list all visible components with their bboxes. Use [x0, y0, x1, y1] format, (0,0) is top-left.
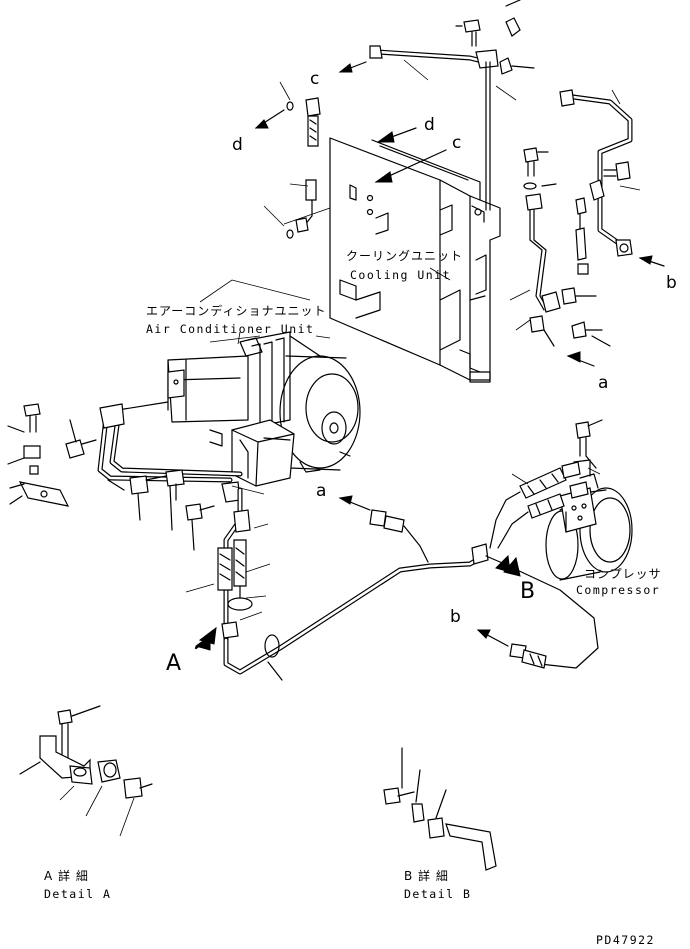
callout-c-unit: c: [452, 133, 461, 153]
callout-d-unit: d: [424, 115, 435, 135]
air-conditioner-unit: [167, 331, 361, 487]
compressor-label-jp: コンプレッサ: [584, 567, 662, 581]
callout-b-lower: b: [450, 607, 461, 627]
detail-a-label-en: Detail A: [44, 887, 111, 901]
left-bracket-fasteners: [7, 403, 215, 551]
cooling-unit: [329, 137, 501, 383]
compressor-label-en: Compressor: [576, 583, 660, 597]
cooling-unit-label-en: Cooling Unit: [350, 268, 451, 282]
callout-c-top: c: [310, 69, 319, 89]
top-pipe-assembly: [369, 0, 535, 211]
cooling-unit-label-jp: クーリングユニット: [346, 249, 463, 263]
detail-a-label-jp: A 詳 細: [44, 868, 89, 883]
callout-d-left: d: [232, 135, 243, 155]
hose-end-a: [369, 509, 429, 563]
compressor-hoses: [471, 419, 603, 669]
left-pipe-assembly: [97, 401, 483, 681]
part-number: PD47922: [596, 933, 655, 947]
view-a-label: A: [166, 651, 181, 676]
callout-b-right: b: [666, 273, 677, 293]
detail-b-label-en: Detail B: [404, 887, 471, 901]
left-hose-c-d: [263, 81, 321, 239]
hose-end-b: [509, 643, 547, 669]
callout-a-left: a: [316, 481, 326, 501]
detail-a: [19, 705, 153, 837]
air-conditioner-label-jp: エアーコンディショナユニット: [146, 303, 326, 318]
mid-right-fasteners: [509, 147, 611, 347]
detail-b-label-jp: B 詳 細: [404, 868, 449, 883]
callout-a-right: a: [598, 373, 608, 393]
air-conditioner-label-en: Air Conditioner Unit: [146, 322, 314, 336]
view-b-label: B: [520, 579, 535, 604]
right-pipe-assembly: [559, 89, 641, 257]
detail-b: [383, 747, 497, 871]
